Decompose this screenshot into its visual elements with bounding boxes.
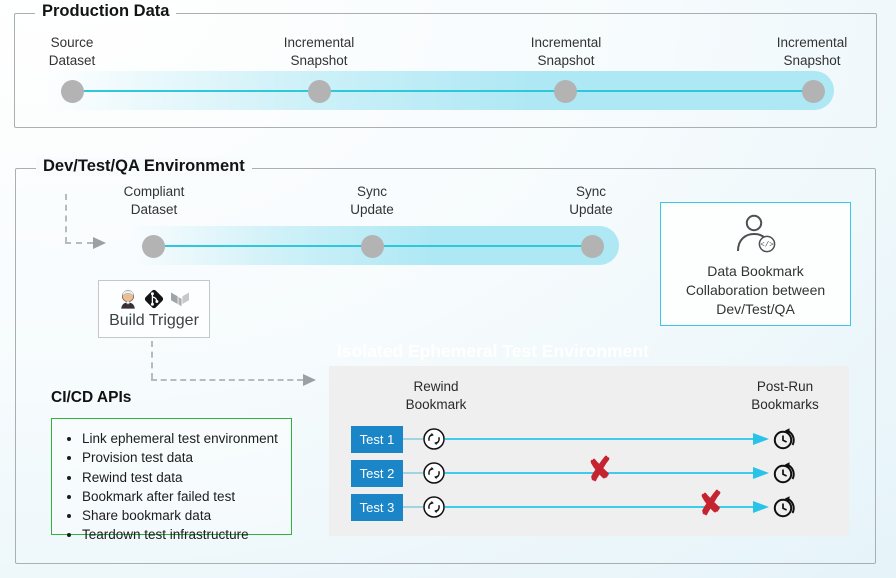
dashed-arrowhead-icon [93, 237, 106, 249]
list-item: Bookmark after failed test [82, 487, 291, 506]
row-timeline-line [445, 506, 753, 508]
postrun-bookmarks-header: Post-Run Bookmarks [751, 379, 819, 412]
isolated-environment-watermark: Isolated Ephemeral Test Environment [337, 341, 649, 361]
rewind-bookmark-icon [423, 496, 445, 518]
row-timeline-line [445, 438, 753, 440]
cicd-apis-box: Link ephemeral test environment Provisio… [51, 418, 292, 542]
dashed-connector-vertical [65, 194, 67, 243]
timeline-dot [307, 79, 331, 103]
cicd-apis-title: CI/CD APIs [51, 389, 132, 406]
list-item: Link ephemeral test environment [82, 429, 291, 448]
production-timeline-line [71, 90, 821, 92]
dashed-connector-vertical [151, 341, 153, 379]
git-icon [144, 289, 164, 309]
timeline-dot [360, 234, 384, 258]
list-item: Share bookmark data [82, 506, 291, 525]
test-panel: Rewind Bookmark Post-Run Bookmarks Test … [329, 366, 849, 536]
failed-test-x-icon: ✘ [695, 484, 727, 523]
row-arrowhead-icon [753, 466, 769, 479]
production-title: Production Data [35, 2, 177, 21]
dev-test-qa-title: Dev/Test/QA Environment [36, 157, 252, 176]
timeline-dot [580, 234, 604, 258]
row-connector-line [403, 438, 423, 440]
jenkins-icon [121, 290, 135, 309]
build-trigger-box: Build Trigger [98, 280, 210, 338]
timeline-dot [60, 79, 84, 103]
svg-text:</>: </> [760, 242, 774, 250]
person-code-icon: </> [736, 214, 775, 253]
dashed-connector-horizontal [65, 242, 93, 244]
data-bookmark-collab-box: </> Data Bookmark Collaboration between … [660, 202, 851, 326]
list-item: Teardown test infrastructure [82, 525, 291, 544]
list-item: Provision test data [82, 448, 291, 467]
row-connector-line [403, 506, 423, 508]
timeline-dot [553, 79, 577, 103]
terraform-icon [171, 292, 189, 307]
build-trigger-icons [117, 288, 191, 310]
row-timeline-line [445, 472, 753, 474]
postrun-bookmark-icon [773, 462, 795, 484]
dashed-connector-horizontal [151, 379, 303, 381]
test-label-chip: Test 1 [351, 425, 403, 453]
postrun-bookmark-icon [773, 428, 795, 450]
timeline-dot [141, 234, 165, 258]
collab-box-text: Data Bookmark Collaboration between Dev/… [685, 263, 826, 317]
postrun-bookmark-icon [773, 496, 795, 518]
test-label-chip: Test 2 [351, 459, 403, 487]
row-connector-line [403, 472, 423, 474]
cicd-apis-list: Link ephemeral test environment Provisio… [52, 429, 291, 545]
rewind-bookmark-icon [423, 462, 445, 484]
timeline-dot [801, 79, 825, 103]
row-arrowhead-icon [753, 500, 769, 513]
failed-test-x-icon: ✘ [584, 450, 616, 489]
rewind-bookmark-header: Rewind Bookmark [405, 379, 467, 412]
test-label-chip: Test 3 [351, 493, 403, 521]
build-trigger-label: Build Trigger [109, 312, 199, 329]
rewind-bookmark-icon [423, 428, 445, 450]
row-arrowhead-icon [753, 432, 769, 445]
list-item: Rewind test data [82, 468, 291, 487]
dashed-arrowhead-icon [303, 374, 316, 386]
